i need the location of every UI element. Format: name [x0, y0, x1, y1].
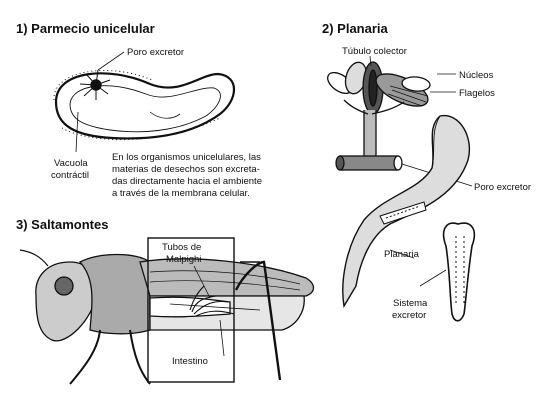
label-vacuola-line2: contráctil	[51, 170, 89, 181]
label-sistema-line2: excretor	[392, 310, 426, 321]
label-sistema-line1: Sistema	[393, 298, 428, 309]
description-paragraph: En los organismos unicelulares, las mate…	[112, 152, 262, 199]
planaria-top-view	[389, 222, 476, 322]
description-line: a través de la membrana celular.	[112, 188, 250, 199]
description-line: materias de desechos son excreta-	[112, 164, 260, 175]
description-line: En los organismos unicelulares, las	[112, 152, 261, 163]
label-tubos-line2: Malpighi	[166, 254, 201, 265]
label-tubos-line1: Tubos de	[162, 242, 201, 253]
label-poro-excretor-1: Poro excretor	[127, 47, 184, 58]
label-flagelos: Flagelos	[459, 88, 495, 99]
cutaway-frame	[147, 237, 235, 383]
label-tubulo-colector: Túbulo colector	[342, 46, 407, 57]
flame-cell-cluster	[326, 61, 431, 171]
section-title-saltamontes: 3) Saltamontes	[16, 217, 108, 232]
section-title-planaria: 2) Planaria	[322, 21, 389, 36]
label-planaria: Planaria	[384, 249, 420, 260]
label-intestino: Intestino	[172, 356, 208, 367]
description-line: das directamente hacia el ambiente	[112, 176, 262, 187]
label-nucleos: Núcleos	[459, 70, 494, 81]
paramecium-illustration	[53, 51, 235, 153]
grasshopper-illustration	[19, 249, 315, 385]
grasshopper-leader-lines	[193, 265, 225, 357]
label-poro-excretor-2: Poro excretor	[474, 182, 531, 193]
section-title-parmecio: 1) Parmecio unicelular	[16, 21, 155, 36]
planaria-body	[342, 115, 470, 308]
label-vacuola-line1: Vacuola	[54, 158, 88, 169]
